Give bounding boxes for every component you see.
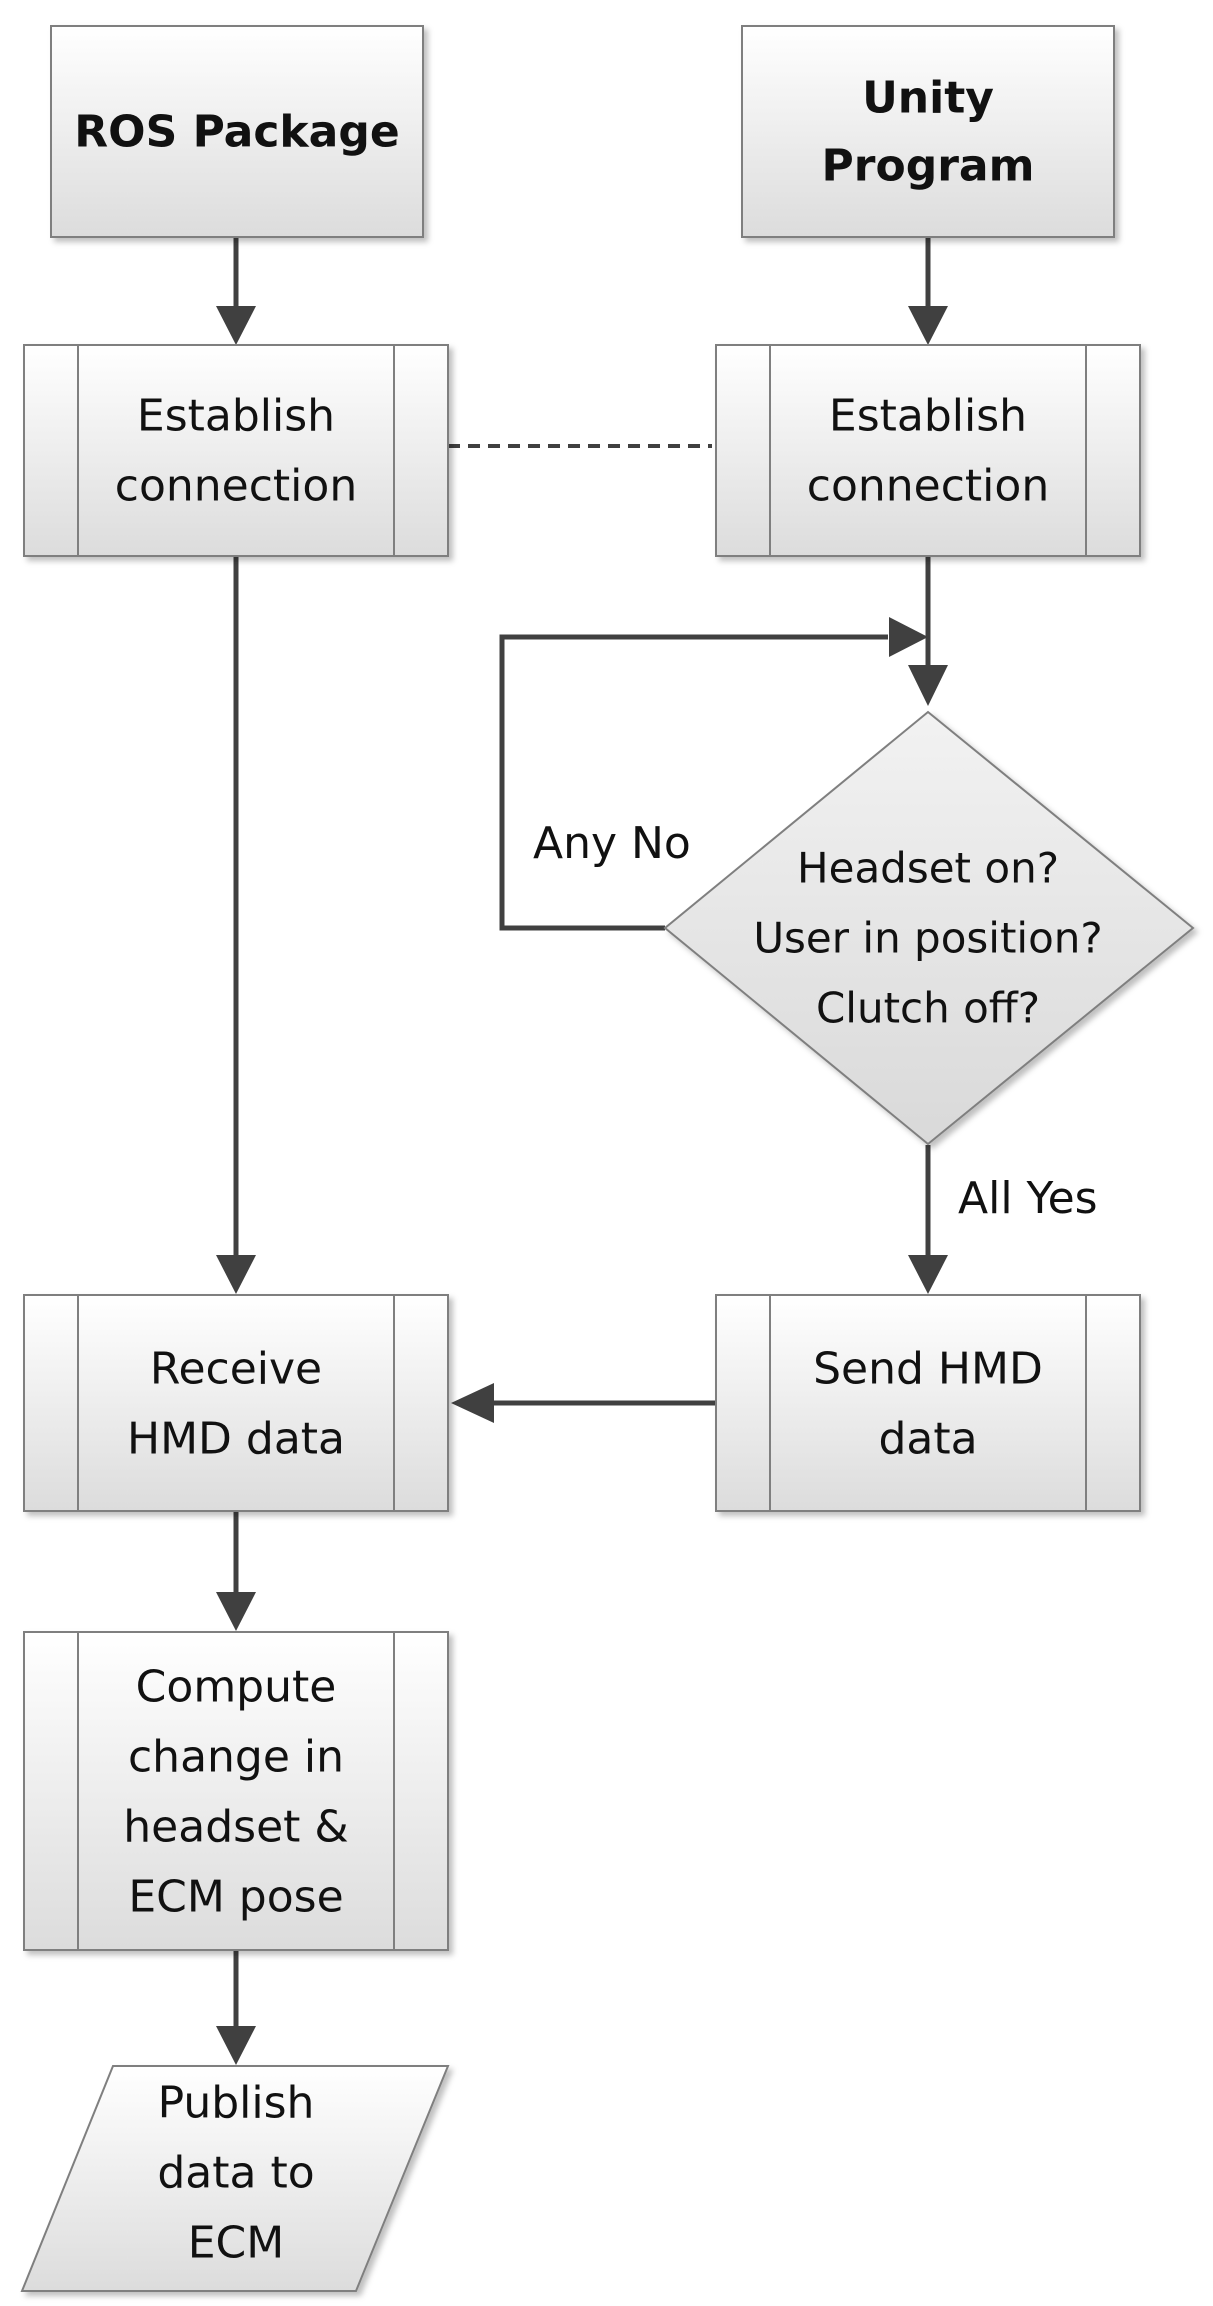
arrowhead-decision bbox=[908, 665, 948, 706]
label-line: Receive bbox=[150, 1343, 322, 1394]
node-unity-establish: Establish connection bbox=[715, 344, 1141, 557]
node-decision-label: Headset on? User in position? Clutch off? bbox=[753, 844, 1102, 1033]
label-line: data bbox=[878, 1413, 977, 1464]
label-line: connection bbox=[115, 460, 357, 511]
node-publish-label: Publish data to ECM bbox=[157, 2077, 314, 2268]
label-line: Establish bbox=[829, 390, 1027, 441]
node-ros-package-label: ROS Package bbox=[74, 106, 399, 157]
label-line: Program bbox=[822, 140, 1035, 191]
node-unity-establish-label: Establish connection bbox=[807, 390, 1049, 511]
node-ros-package: ROS Package bbox=[50, 25, 424, 238]
node-ros-establish-label: Establish connection bbox=[115, 390, 357, 511]
node-ros-establish: Establish connection bbox=[23, 344, 449, 557]
arrowhead-compute bbox=[216, 1592, 256, 1631]
arrowhead-receive-left bbox=[451, 1383, 494, 1423]
label-line: Clutch off? bbox=[816, 984, 1040, 1033]
label-line: Unity bbox=[862, 72, 994, 123]
label-line: connection bbox=[807, 460, 1049, 511]
label-line: change in bbox=[128, 1731, 344, 1782]
label-line: data to bbox=[157, 2147, 314, 2198]
edges bbox=[233, 238, 931, 2032]
node-send-hmd: Send HMD data bbox=[715, 1294, 1141, 1512]
label-line: ECM pose bbox=[128, 1871, 343, 1922]
edge-label-any-no: Any No bbox=[533, 818, 691, 869]
label-line: Send HMD bbox=[813, 1343, 1043, 1394]
node-compute-change-label: Compute change in headset & ECM pose bbox=[123, 1661, 348, 1922]
node-decision: Headset on? User in position? Clutch off? bbox=[663, 710, 1195, 1146]
label-line: User in position? bbox=[753, 914, 1102, 963]
label-line: Publish bbox=[158, 2077, 315, 2128]
arrowheads bbox=[216, 306, 948, 2065]
node-publish: Publish data to ECM bbox=[20, 2065, 450, 2292]
arrowhead-publish bbox=[216, 2026, 256, 2065]
label-line: ROS Package bbox=[74, 106, 399, 157]
arrowhead-unity-establish bbox=[908, 306, 948, 345]
label-line: Compute bbox=[136, 1661, 337, 1712]
label-line: ECM bbox=[188, 2217, 285, 2268]
label-line: headset & bbox=[123, 1801, 348, 1852]
node-compute-change: Compute change in headset & ECM pose bbox=[23, 1631, 449, 1951]
edge-any-no-loop bbox=[499, 634, 888, 931]
label-line: Headset on? bbox=[797, 844, 1059, 893]
edge-label-all-yes: All Yes bbox=[958, 1173, 1098, 1224]
arrowhead-loop bbox=[889, 617, 928, 657]
arrowhead-ros-establish bbox=[216, 306, 256, 345]
label-line: Establish bbox=[137, 390, 335, 441]
arrowhead-send bbox=[908, 1255, 948, 1294]
node-send-hmd-label: Send HMD data bbox=[813, 1343, 1043, 1464]
arrowhead-receive bbox=[216, 1255, 256, 1294]
label-line: HMD data bbox=[127, 1413, 345, 1464]
